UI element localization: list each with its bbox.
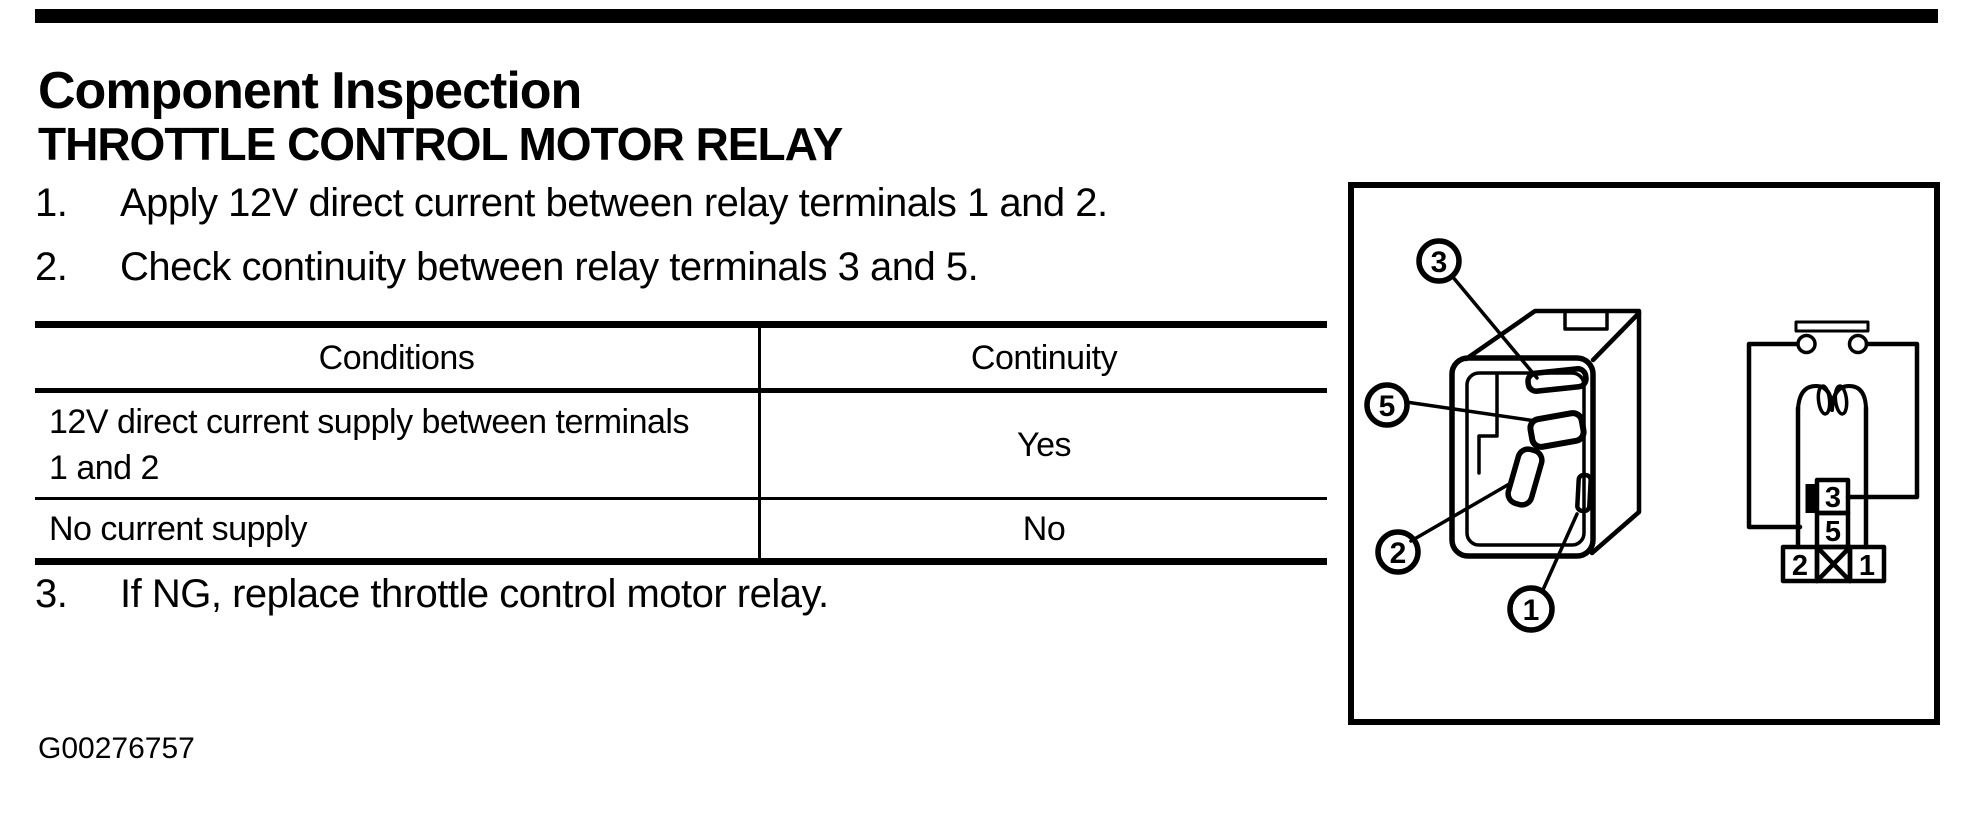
coil-arcs (1796, 384, 1868, 412)
table-header-conditions: Conditions (35, 328, 758, 388)
leader-line-2 (1409, 481, 1513, 543)
wire-right (1845, 341, 1920, 500)
figure-id: G00276757 (38, 732, 195, 765)
slot-terminal-3 (1525, 366, 1589, 394)
callout-label-5: 5 (1379, 390, 1396, 423)
table-row-2-condition: No current supply (49, 500, 754, 558)
callout-circle-3 (1416, 238, 1462, 284)
table-row-1-continuity-value: Yes (1017, 425, 1071, 464)
table-header-continuity-label: Continuity (970, 338, 1118, 377)
table-row-1-continuity: Yes (761, 393, 1327, 497)
slot-terminal-2 (1505, 446, 1545, 508)
callout-circle-1 (1507, 585, 1555, 633)
leader-line-3 (1450, 274, 1539, 380)
step-1: 1. Apply 12V direct current between rela… (0, 182, 1330, 224)
table-top-rule (35, 321, 1327, 328)
table-row-2-continuity: No (761, 500, 1327, 558)
callout-label-2: 2 (1390, 537, 1407, 570)
table-row-1-condition-line1: 12V direct current supply between termin… (49, 403, 689, 441)
coil-loop-1 (1816, 384, 1832, 416)
step-3-number: 3. (35, 572, 68, 616)
page-subtitle: THROTTLE CONTROL MOTOR RELAY (38, 118, 843, 170)
relay-figure: 3 5 2 1 (1364, 238, 1920, 633)
table-row-2-continuity-value: No (1022, 509, 1066, 548)
terminal-label-1: 1 (1859, 550, 1875, 582)
table-row-1-condition: 12V direct current supply between termin… (49, 393, 754, 497)
page-title: Component Inspection (38, 62, 582, 120)
contact-point-left (1796, 333, 1817, 355)
table-column-divider (758, 328, 761, 558)
table-row-divider-rule (35, 497, 1327, 500)
relay-schematic: 3 5 2 1 (1746, 320, 1920, 584)
table-bottom-rule (35, 558, 1327, 565)
terminal-box-1 (1847, 544, 1887, 584)
slot-terminal-1 (1575, 472, 1593, 514)
step-3: 3. If NG, replace throttle control motor… (0, 573, 1330, 615)
terminal-x-diagonal-2 (1814, 544, 1853, 584)
figure-frame (1348, 182, 1940, 725)
callout-label-1: 1 (1523, 594, 1540, 627)
continuity-table: Conditions Continuity 12V direct current… (35, 321, 1327, 565)
top-separator-bar (35, 9, 1938, 23)
table-row-2-condition-text: No current supply (49, 509, 307, 548)
step-2-number: 2. (35, 245, 68, 289)
callout-circle-5 (1364, 382, 1410, 428)
slot-terminal-5 (1527, 410, 1587, 450)
table-row-1-condition-line2: 1 and 2 (49, 449, 159, 487)
callout-circle-2 (1375, 529, 1421, 575)
callout-label-3: 3 (1431, 246, 1448, 279)
table-row-1-condition-text: 12V direct current supply between termin… (49, 399, 689, 491)
step-1-number: 1. (35, 181, 68, 225)
connector-top-notch (1563, 309, 1609, 331)
terminal-label-5: 5 (1825, 516, 1841, 548)
connector-key-rib (1477, 373, 1499, 475)
step-3-text: If NG, replace throttle control motor re… (120, 572, 829, 616)
table-header-conditions-label: Conditions (318, 338, 475, 377)
contact-point-right (1847, 333, 1869, 355)
wire-left (1746, 341, 1803, 530)
relay-connector-drawing: 3 5 2 1 (1364, 238, 1642, 633)
leader-line-5 (1404, 400, 1538, 423)
leader-line-1 (1540, 512, 1579, 594)
table-header-rule (35, 388, 1327, 393)
connector-recess (1465, 371, 1586, 547)
table-header-continuity: Continuity (761, 328, 1327, 388)
contact-bar (1794, 320, 1870, 333)
coil-loop-2 (1833, 384, 1849, 416)
terminal-label-3: 3 (1825, 482, 1841, 514)
terminal-label-2: 2 (1792, 550, 1808, 582)
step-2-text: Check continuity between relay terminals… (120, 245, 979, 289)
step-1-text: Apply 12V direct current between relay t… (120, 181, 1108, 225)
movable-contact-bar (1805, 484, 1817, 513)
step-2: 2. Check continuity between relay termin… (0, 246, 1330, 288)
